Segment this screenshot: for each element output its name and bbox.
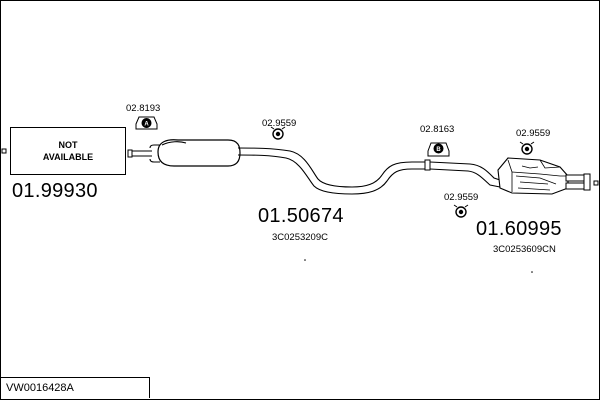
not-available-box: NOT AVAILABLE xyxy=(10,127,126,175)
badge-a: A xyxy=(144,122,149,128)
clamp-ring-icon xyxy=(453,204,469,218)
rear-silencer xyxy=(497,157,591,195)
kit-code-box: VW0016428A xyxy=(0,377,150,398)
left-connection-marker xyxy=(1,148,7,154)
middle-oem-code: 3C0253209C xyxy=(272,232,328,243)
front-pipe-stub xyxy=(127,149,152,158)
rear-part-number: 01.60995 xyxy=(476,218,562,240)
accessory-ref: 02.9559 xyxy=(444,192,479,203)
rear-oem-code: 3C0253609CN xyxy=(493,244,556,255)
mounting-rubber-icon: A xyxy=(135,116,158,130)
badge-b: B xyxy=(436,147,441,153)
accessory-ref: 02.8193 xyxy=(126,103,161,114)
dot-marker xyxy=(531,271,533,273)
middle-silencer xyxy=(149,139,241,167)
right-connection-marker xyxy=(593,180,599,186)
clamp-ring-icon xyxy=(270,126,286,140)
accessory-ref: 02.9559 xyxy=(516,128,551,139)
mounting-rubber-icon: B xyxy=(427,142,450,157)
dot-marker xyxy=(304,259,306,261)
accessory-ref: 02.9559 xyxy=(262,118,297,129)
rear-pipe xyxy=(429,161,501,188)
middle-pipe xyxy=(237,147,431,195)
kit-code: VW0016428A xyxy=(6,382,74,394)
accessory-ref: 02.8163 xyxy=(420,124,455,135)
middle-part-number: 01.50674 xyxy=(258,205,344,227)
clamp-ring-icon xyxy=(519,141,535,155)
front-part-number: 01.99930 xyxy=(12,180,98,202)
